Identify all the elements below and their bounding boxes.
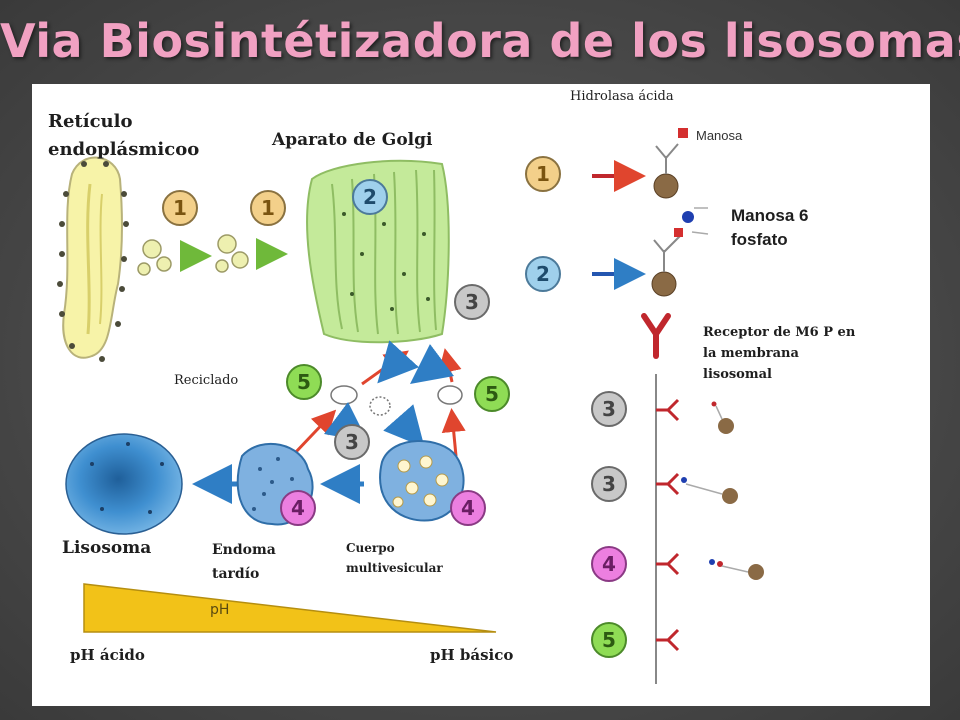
ph-gradient-wedge: pH [83, 583, 497, 633]
released-hydrolase-4 [709, 559, 764, 580]
diagram-panel: 1 1 2 3 5 5 3 [32, 84, 930, 706]
mvb-label-line1: Cuerpo [346, 541, 395, 555]
ph-basic-label: pH básico [430, 646, 514, 664]
m6p-label-line1: Manosa 6 [731, 206, 809, 225]
er-label: Retículo endoplásmicoo [48, 108, 199, 164]
lysosome-pathway-diagram: 1 1 2 3 5 5 3 [57, 128, 764, 684]
legend-step-2: 2 [525, 256, 561, 292]
multivesicular-body [379, 440, 465, 522]
svg-text:3: 3 [602, 472, 616, 496]
recycling-vesicles [330, 385, 463, 416]
svg-text:1: 1 [173, 196, 187, 220]
endoplasmic-reticulum [57, 156, 129, 362]
legend-step-3a: 3 [591, 391, 627, 427]
m6p-label: Manosa 6 fosfato [731, 204, 808, 252]
svg-text:5: 5 [602, 628, 616, 652]
svg-text:2: 2 [536, 262, 550, 286]
step-1-golgi: 1 [250, 190, 286, 226]
er-vesicles [137, 234, 249, 276]
lysosome-label: Lisosoma [62, 538, 152, 558]
step-4-endosome: 4 [280, 490, 316, 526]
bound-hydrolase-3a [711, 401, 734, 434]
hydrolase-label: Hidrolasa ácida [570, 89, 674, 104]
lysosome [65, 433, 183, 535]
legend-step-3b: 3 [591, 466, 627, 502]
svg-text:Manosa: Manosa [696, 128, 743, 143]
bound-hydrolase-3b [681, 477, 738, 504]
svg-text:5: 5 [297, 370, 311, 394]
svg-text:3: 3 [602, 397, 616, 421]
step-circles-left: 1 1 2 3 5 5 3 [162, 179, 510, 526]
late-endosome-label-line1: Endoma [212, 542, 276, 558]
svg-text:5: 5 [485, 382, 499, 406]
step-4-mvb: 4 [450, 490, 486, 526]
svg-text:1: 1 [261, 196, 275, 220]
golgi-apparatus [306, 159, 450, 344]
mvb-label-line2: multivesicular [346, 561, 443, 575]
transport-arrows [180, 238, 288, 272]
m6p-receptor-icon [641, 313, 671, 359]
svg-text:4: 4 [461, 496, 475, 520]
late-endosome-label: Endoma tardío [212, 538, 276, 586]
hydrolase-mannose: Manosa [592, 128, 743, 199]
mvb-label: Cuerpo multivesicular [346, 538, 443, 578]
svg-text:2: 2 [363, 185, 377, 209]
step-3-center: 3 [334, 424, 370, 460]
legend-step-5: 5 [591, 622, 627, 658]
legend-step-1: 1 [525, 156, 561, 192]
svg-text:4: 4 [602, 552, 616, 576]
receptor-label: Receptor de M6 P en la membrana lisosoma… [703, 322, 855, 385]
receptor-label-line1: Receptor de M6 P en [703, 325, 856, 340]
er-label-line2: endoplásmicoo [48, 139, 200, 160]
svg-text:3: 3 [465, 290, 479, 314]
golgi-label: Aparato de Golgi [272, 130, 433, 150]
step-1-er: 1 [162, 190, 198, 226]
m6p-label-line2: fosfato [731, 230, 788, 249]
ph-acid-label: pH ácido [70, 646, 145, 664]
recycling-label: Reciclado [174, 373, 239, 388]
late-endosome-label-line2: tardío [212, 566, 260, 582]
tagging-legend: 1 2 3 3 4 5 [525, 156, 627, 658]
receptor-label-line2: la membrana [703, 346, 799, 361]
step-5-left: 5 [286, 364, 322, 400]
svg-text:pH: pH [210, 602, 229, 618]
hydrolase-m6p [592, 207, 709, 297]
step-3-golgi: 3 [454, 284, 490, 320]
svg-text:1: 1 [536, 162, 550, 186]
lysosomal-membrane [655, 374, 764, 684]
receptor-label-line3: lisosomal [703, 367, 772, 382]
slide-title: Via Biosintétizadora de los lisosomas [0, 14, 960, 68]
step-5-right: 5 [474, 376, 510, 412]
svg-text:4: 4 [291, 496, 305, 520]
legend-step-4: 4 [591, 546, 627, 582]
svg-text:3: 3 [345, 430, 359, 454]
er-label-line1: Retículo [48, 111, 133, 132]
step-2-golgi: 2 [352, 179, 388, 215]
